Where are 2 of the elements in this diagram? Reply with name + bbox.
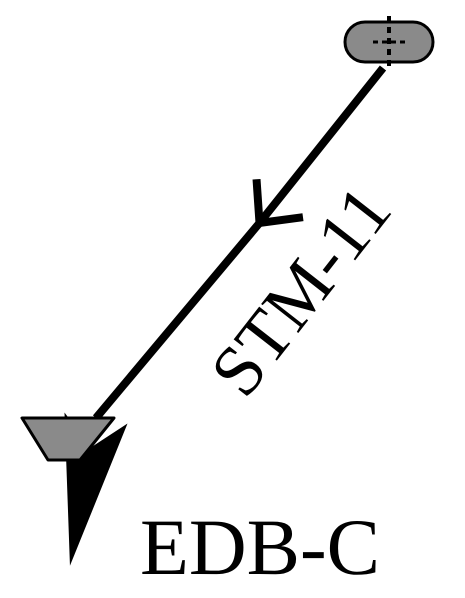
arrow [64,66,386,566]
node-caption: EDB-C [140,508,380,588]
